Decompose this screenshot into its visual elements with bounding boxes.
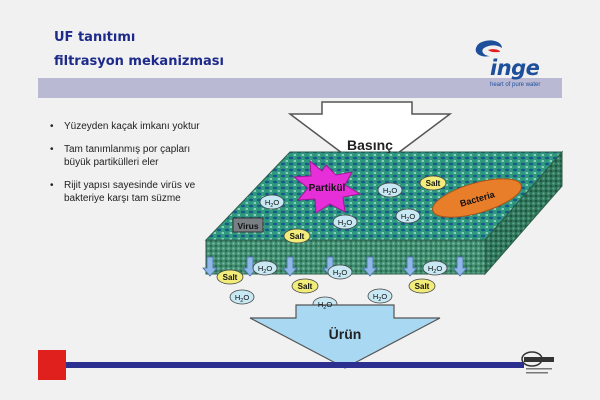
water-label: H2O	[318, 300, 332, 311]
salt-oval	[419, 175, 447, 191]
pressure-label: Basınç	[347, 137, 393, 153]
water-oval	[229, 289, 255, 305]
water-oval	[367, 288, 393, 304]
water-label: H2O	[373, 292, 387, 303]
salt-oval	[291, 278, 319, 294]
virus-label: Virus	[237, 221, 258, 231]
bullet-item: • Yüzeyden kaçak imkanı yoktur	[48, 120, 206, 133]
pore-arrow	[282, 256, 298, 277]
pore-arrow	[242, 256, 258, 277]
water-label: H2O	[265, 198, 279, 209]
bullet-item: • Rijit yapısı sayesinde virüs ve bakteri…	[48, 179, 206, 205]
product-arrow	[249, 304, 441, 369]
pore-arrow	[452, 256, 468, 277]
salt-oval	[216, 269, 244, 285]
bullet-text: Tam tanımlanmış por çapları büyük partik…	[64, 144, 191, 168]
particle-label: Partikül	[309, 183, 346, 194]
logo-tagline: heart of pure water	[490, 82, 541, 88]
bullet-text: Yüzeyden kaçak imkanı yoktur	[64, 121, 200, 132]
footer-line	[58, 362, 524, 368]
salt-oval	[283, 228, 311, 244]
water-oval	[252, 260, 278, 276]
virus-box	[232, 217, 264, 233]
salt-label: Salt	[426, 179, 441, 188]
bullet-list: • Yüzeyden kaçak imkanı yoktur • Tam tanım…	[48, 120, 206, 215]
inge-logo-icon: inge heart of pure water	[468, 36, 558, 94]
water-oval	[332, 214, 358, 230]
water-label: H2O	[258, 264, 272, 275]
bullet-item: • Tam tanımlanmış por çapları büyük parti…	[48, 143, 206, 169]
salt-oval	[408, 278, 436, 294]
pore-arrow	[362, 256, 378, 277]
particle-star	[292, 159, 362, 214]
logo-word: inge	[490, 56, 540, 80]
product-label: Ürün	[329, 326, 362, 342]
water-oval	[377, 182, 403, 198]
bullet-dot-icon: •	[50, 144, 54, 155]
pressure-arrow	[287, 101, 453, 175]
water-oval	[259, 194, 285, 210]
slide-title-line-1: UF tanıtımı	[54, 30, 136, 45]
water-oval	[422, 260, 448, 276]
salt-label: Salt	[223, 273, 238, 282]
slide-title-line-2: filtrasyon mekanizması	[54, 54, 224, 69]
footer-square	[38, 350, 66, 380]
header-band	[38, 78, 562, 98]
water-label: H2O	[235, 293, 249, 304]
water-label: H2O	[338, 218, 352, 229]
water-label: H2O	[333, 268, 347, 279]
water-label: H2O	[428, 264, 442, 275]
bacteria-shape	[432, 178, 522, 218]
bullet-dot-icon: •	[50, 121, 54, 132]
tuv-cert-icon	[518, 348, 558, 380]
salt-label: Salt	[290, 232, 305, 241]
bullet-text: Rijit yapısı sayesinde virüs ve bakteriy…	[64, 180, 196, 204]
water-label: H2O	[383, 186, 397, 197]
membrane-side	[484, 150, 563, 276]
pore-arrow	[402, 256, 418, 277]
pore-arrow	[202, 256, 218, 277]
salt-label: Salt	[298, 282, 313, 291]
salt-label: Salt	[415, 282, 430, 291]
bullet-dot-icon: •	[50, 180, 54, 191]
water-label: H2O	[401, 212, 415, 223]
water-oval	[395, 208, 421, 224]
water-oval	[327, 264, 353, 280]
